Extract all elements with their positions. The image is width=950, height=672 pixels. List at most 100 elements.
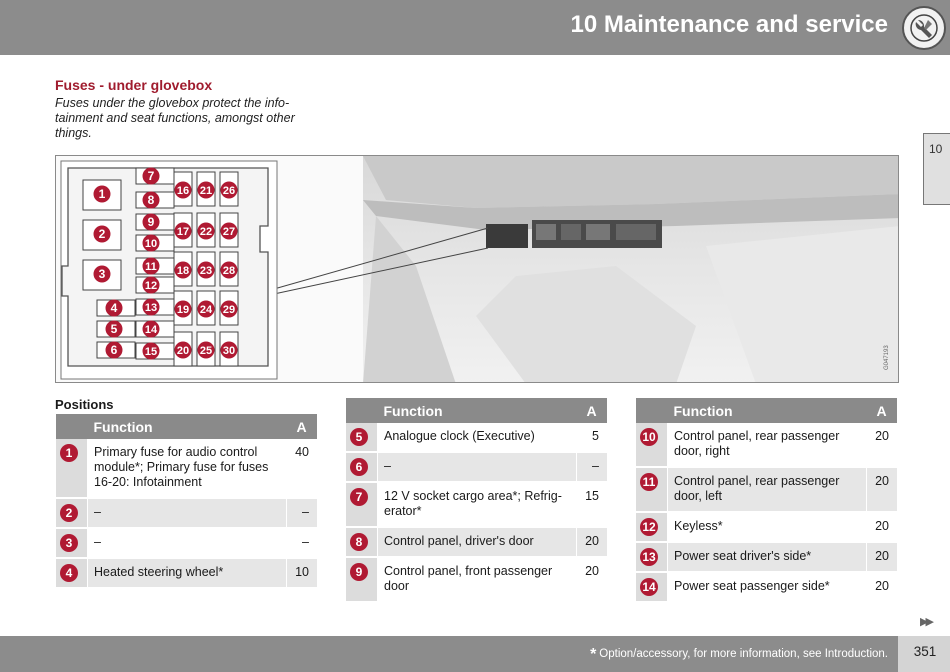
fuse-number-cell: 1 (55, 439, 88, 498)
footer-note-text: Option/accessory, for more information, … (599, 648, 888, 660)
fuse-position-badge (220, 181, 238, 199)
fuse-position-label: 5 (111, 322, 118, 336)
function-column-header: Function (667, 398, 866, 423)
fuse-number-cell: 5 (345, 423, 378, 452)
fuse-number-badge: 4 (60, 564, 78, 582)
fuse-position-badge (142, 191, 160, 209)
fuse-position-label: 4 (111, 301, 118, 315)
fuse-number-cell: 8 (345, 527, 378, 557)
fuse-number-cell: 6 (345, 452, 378, 482)
fuse-position-label: 6 (111, 343, 118, 357)
page-header: 10 Maintenance and service (0, 0, 950, 55)
function-cell: Control panel, rear passenger door, righ… (667, 423, 866, 467)
fuse-position-badge (93, 225, 111, 243)
page-number-box (898, 636, 950, 672)
fuse-position-label: 2 (99, 227, 106, 241)
footer-star: * (590, 646, 597, 663)
fuse-position-label: 24 (200, 304, 213, 316)
section-intro: Fuses under the glovebox protect the inf… (55, 96, 295, 140)
number-column-header (635, 398, 668, 423)
fuse-position-badge (174, 222, 192, 240)
amperage-cell: – (285, 498, 317, 528)
function-column-header: Function (87, 414, 286, 439)
function-cell: – (87, 528, 286, 558)
fuse-number-cell: 13 (635, 542, 668, 572)
fuse-number-badge: 9 (350, 563, 368, 581)
fuse-number-cell: 14 (635, 572, 668, 602)
fuse-position-badge (197, 300, 215, 318)
function-cell: 12 V socket cargo area*; Refrig-erator* (377, 482, 576, 527)
fuse-position-badge (142, 298, 160, 316)
chapter-tab[interactable]: 10 (923, 133, 950, 205)
fuse-number-badge: 6 (350, 458, 368, 476)
fuse-number-badge: 14 (640, 578, 658, 596)
fuse-position-label: 29 (223, 304, 235, 316)
fuse-position-label: 3 (99, 267, 106, 281)
amperage-cell: – (575, 452, 607, 482)
fuse-position-badge (142, 234, 160, 252)
fuse-position-label: 14 (145, 324, 158, 336)
fuse-position-badge (220, 300, 238, 318)
function-cell: Power seat driver's side* (667, 542, 866, 572)
fuse-position-label: 7 (148, 169, 155, 183)
fuse-position-label: 26 (223, 185, 235, 197)
fuse-number-cell: 4 (55, 558, 88, 588)
fuse-position-badge (197, 181, 215, 199)
fuse-number-badge: 1 (60, 444, 78, 462)
fuse-position-badge (105, 320, 123, 338)
amperage-cell: 20 (575, 557, 607, 602)
fuse-position-badge (142, 320, 160, 338)
fuse-position-badge (142, 257, 160, 275)
function-cell: Control panel, rear passenger door, left (667, 467, 866, 512)
amperage-cell: 20 (575, 527, 607, 557)
table-header: Function A (55, 414, 317, 439)
function-column-header: Function (377, 398, 576, 423)
fuse-number-cell: 2 (55, 498, 88, 528)
amperage-cell: 15 (575, 482, 607, 527)
footer-note: *Option/accessory, for more information,… (590, 646, 888, 664)
fuse-position-label: 11 (145, 261, 157, 273)
amperage-cell: 10 (285, 558, 317, 588)
fuse-box-illustration: G047193 12345678910111213141516171819202… (60, 156, 898, 382)
amp-column-header: A (286, 414, 317, 439)
fuse-number-cell: 12 (635, 512, 668, 542)
chapter-tab-label: 10 (929, 142, 943, 156)
amperage-cell: 5 (575, 423, 607, 452)
fuse-position-label: 20 (177, 345, 189, 357)
fuse-position-badge (142, 276, 160, 294)
amperage-cell: 20 (865, 423, 897, 467)
fuse-position-label: 13 (145, 302, 157, 314)
table-row: 2–– (55, 498, 317, 528)
section-title: Fuses - under glovebox (55, 77, 213, 93)
fuse-position-label: 16 (177, 185, 189, 197)
function-cell: Control panel, driver's door (377, 527, 576, 557)
function-cell: Heated steering wheel* (87, 558, 286, 588)
fuse-number-badge: 13 (640, 548, 658, 566)
fuse-number-cell: 3 (55, 528, 88, 558)
fuse-number-badge: 7 (350, 488, 368, 506)
double-chevron-right-icon[interactable]: ▶▶ (920, 616, 934, 628)
positions-title: Positions (55, 397, 114, 412)
function-cell: Keyless* (667, 512, 866, 542)
fuse-position-badge (174, 300, 192, 318)
fuse-position-badge (197, 341, 215, 359)
fuse-position-label: 23 (200, 265, 212, 277)
fuse-position-label: 12 (145, 280, 157, 292)
fuse-position-label: 25 (200, 345, 212, 357)
table-row: 4 Heated steering wheel*10 (55, 558, 317, 588)
table-row: 3–– (55, 528, 317, 558)
fuse-position-label: 10 (145, 238, 157, 250)
fuse-position-badge (93, 185, 111, 203)
function-cell: – (377, 452, 576, 482)
fuse-position-badge (174, 181, 192, 199)
amperage-cell: 20 (865, 467, 897, 512)
number-column-header (345, 398, 378, 423)
fuse-position-badge (105, 341, 123, 359)
